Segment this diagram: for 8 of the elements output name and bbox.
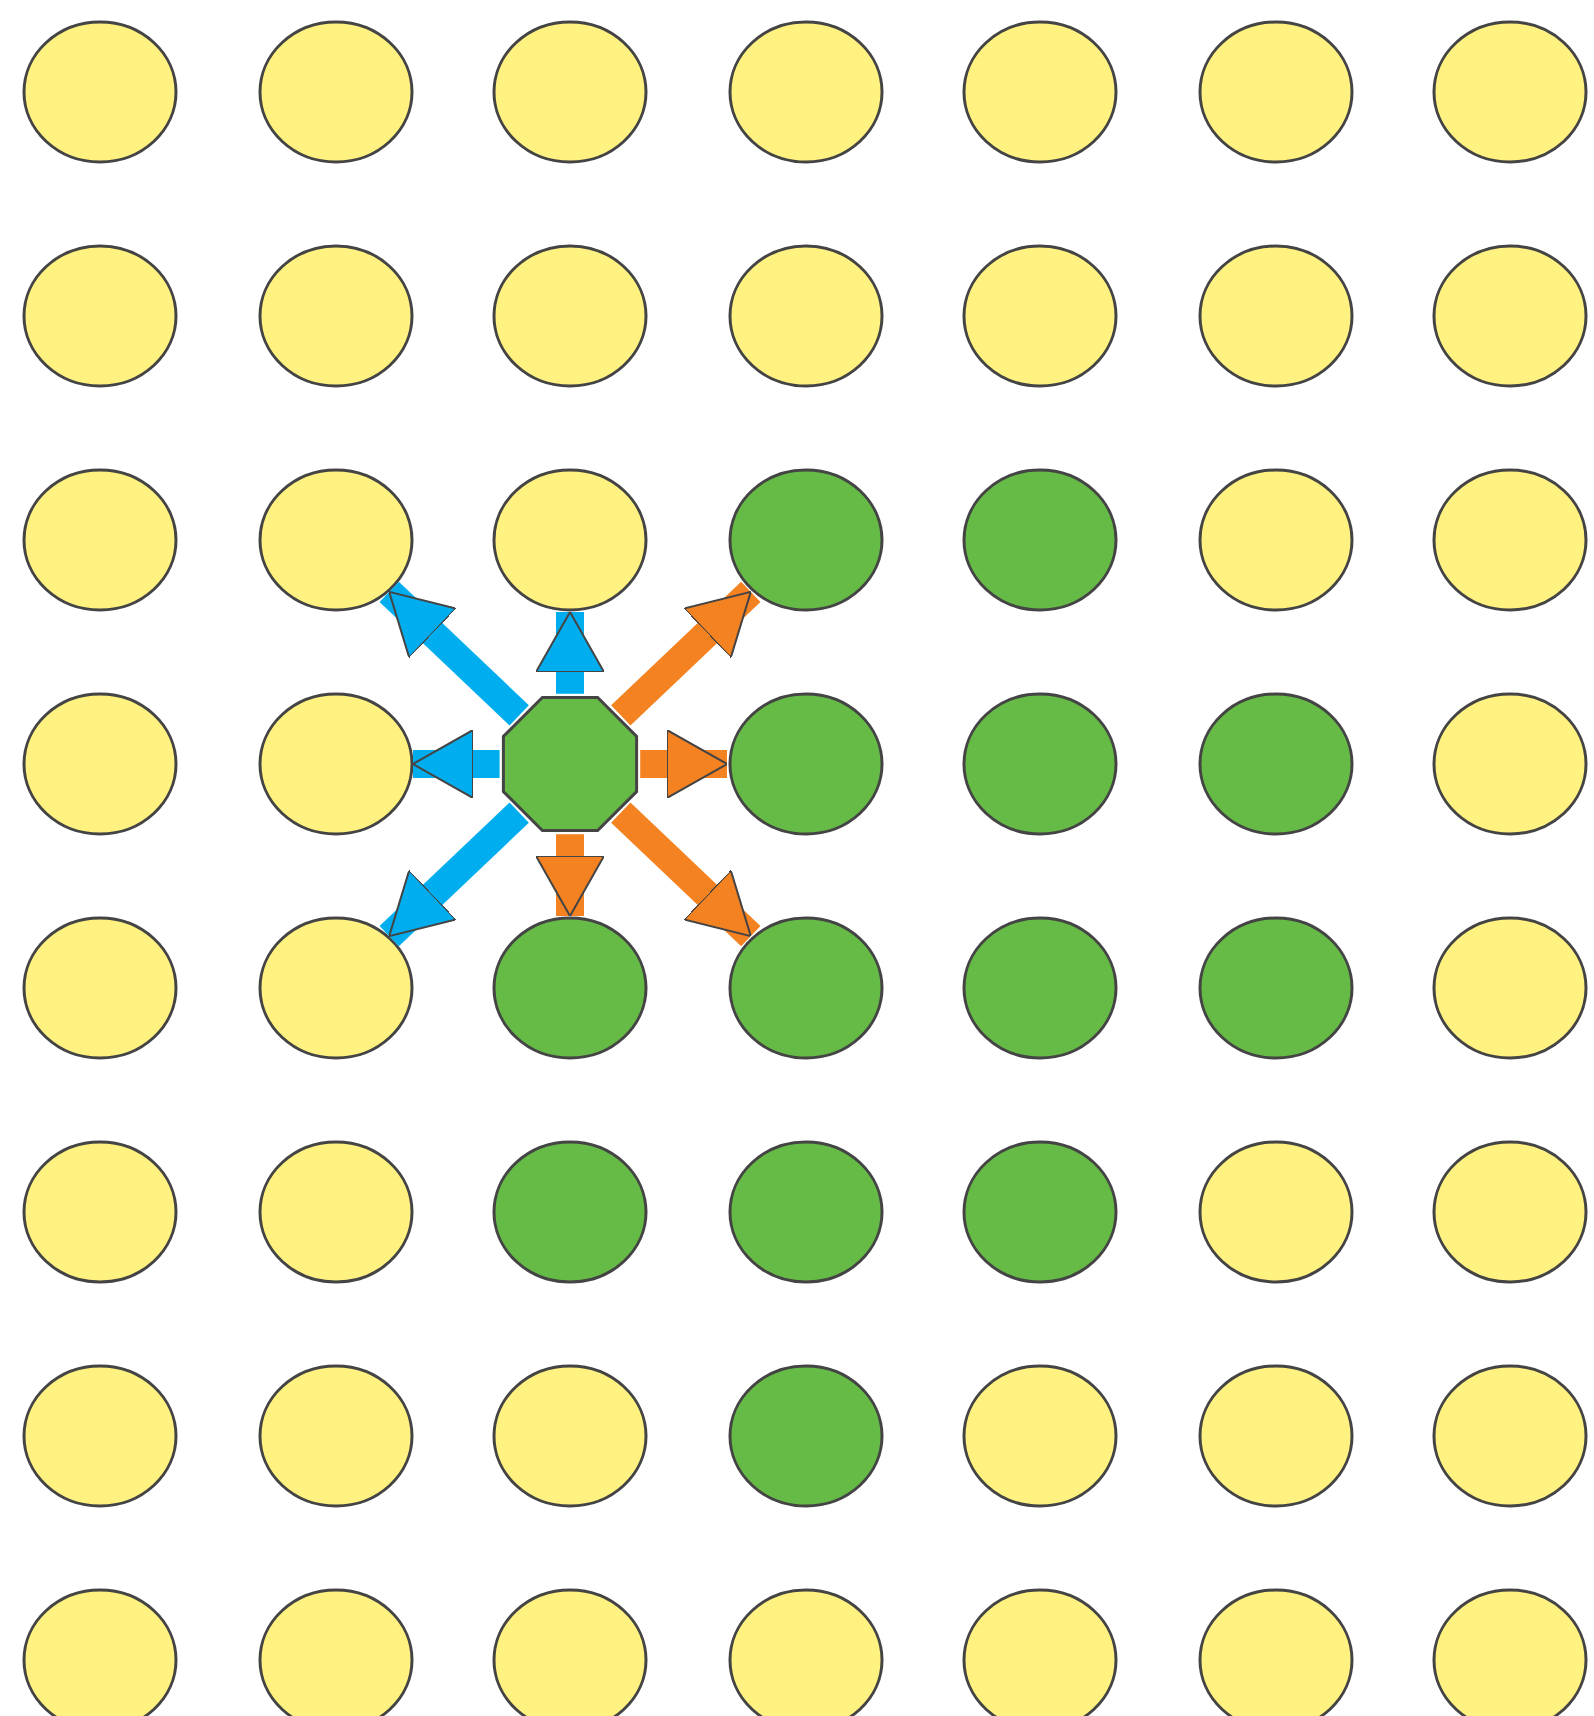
arrow [535, 834, 605, 917]
arrow [640, 729, 728, 799]
arrow [611, 581, 761, 726]
arrow [611, 802, 761, 947]
arrow [379, 581, 529, 726]
arrow [535, 611, 605, 694]
arrow [412, 729, 500, 799]
arrow [379, 802, 529, 947]
